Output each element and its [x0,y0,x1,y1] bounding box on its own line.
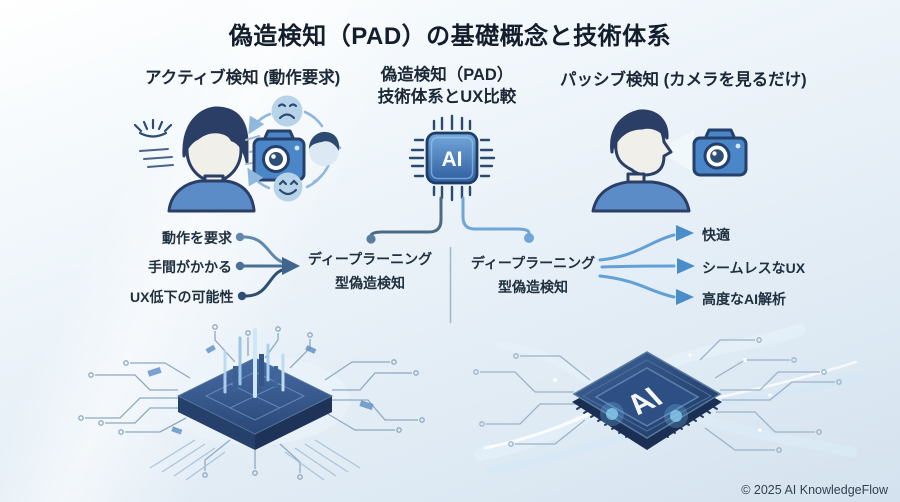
motion-lines-icon [139,148,174,168]
dl-left-line1: ディープラーニング [307,251,433,267]
dl-right-line2: 型偽造検知 [498,279,568,295]
passive-item-comfort: 快適 [702,227,730,243]
person-front-icon [167,106,256,213]
deep-learning-label-right: ディープラーニング 型偽造検知 [463,251,603,299]
profile-face-icon [309,131,340,166]
header-passive-detection: パッシブ検知 (カメラを見るだけ) [560,71,807,89]
converge-arrows [235,232,300,301]
copyright-text: © 2025 AI KnowledgeFlow [741,483,888,497]
sad-face-icon [271,95,303,127]
diverge-arrows [598,225,695,305]
chip-connector-right [461,196,534,243]
ai-chip-icon: AI [408,114,496,202]
deep-learning-label-left: ディープラーニング 型偽造検知 [300,247,440,295]
dl-right-line1: ディープラーニング [470,255,596,271]
circuit-board-chip-illustration [78,324,425,481]
passive-scene-illustration [591,109,748,213]
smile-face-icon [273,172,303,202]
view-cone [658,130,694,173]
chip-connector-left [366,196,443,244]
passive-item-seamless-ux: シームレスなUX [702,260,806,276]
active-item-ux-risk: UX低下の可能性 [130,289,234,305]
active-item-effort: 手間がかかる [148,259,232,275]
dl-left-line2: 型偽造検知 [335,275,405,291]
header-pad-line1: 偽造検知（PAD） [380,66,514,84]
header-active-detection: アクティブ検知 (動作要求) [145,69,341,87]
active-scene-illustration [133,95,343,213]
passive-item-ai-analysis: 高度なAI解析 [702,291,786,307]
person-profile-icon [591,109,691,213]
page-title: 偽造検知（PAD）の基礎概念と技術体系 [228,23,672,50]
closed-eye-lashes-icon [133,118,173,138]
camera-icon [252,129,306,182]
header-pad-comparison: 偽造検知（PAD） 技術体系とUX比較 [366,64,528,108]
active-item-request-action: 動作を要求 [162,230,232,246]
camera-icon [692,128,748,177]
ai-chip-label: AI [442,148,463,171]
header-pad-line2: 技術体系とUX比較 [377,88,517,106]
ai-chip-circuit-illustration: AI [473,324,866,474]
